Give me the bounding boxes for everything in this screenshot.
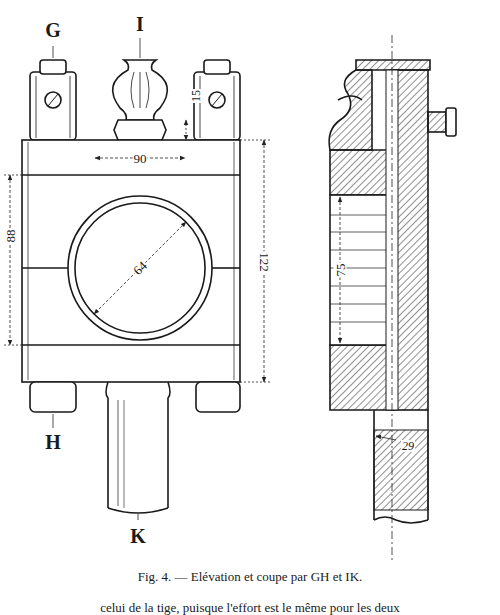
dimension-lines	[4, 38, 272, 520]
dimension-value: 29	[401, 440, 415, 452]
dimension-value: 88	[4, 229, 17, 244]
section-view	[329, 60, 456, 523]
dimension-value: 15	[190, 89, 202, 103]
dimension-value: 75	[334, 263, 347, 278]
figure-caption: Fig. 4. — Elévation et coupe par GH et I…	[138, 569, 363, 585]
body-text: celui de la tige, puisque l'effort est l…	[100, 601, 400, 614]
dimension-value: 122	[258, 251, 271, 273]
section-letter: I	[136, 14, 144, 34]
section-dimensions	[340, 35, 396, 560]
elevation-view	[22, 60, 240, 513]
dimension-value: 90	[133, 152, 148, 165]
section-letter: K	[130, 526, 146, 546]
section-letter: G	[45, 20, 61, 40]
section-letter: H	[45, 432, 61, 452]
